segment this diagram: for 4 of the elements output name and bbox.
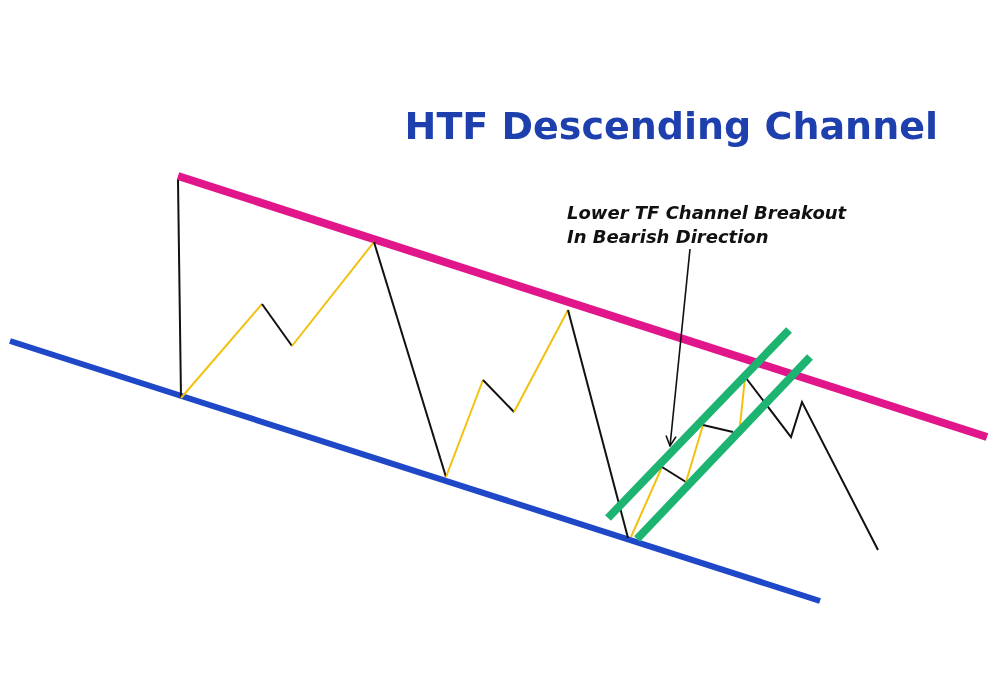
channel-lines bbox=[605, 327, 813, 542]
leader-arrow bbox=[665, 248, 691, 447]
annotation-text: Lower TF Channel Breakout In Bearish Direction bbox=[567, 201, 859, 249]
chart-title: HTF Descending Channel bbox=[404, 104, 938, 148]
